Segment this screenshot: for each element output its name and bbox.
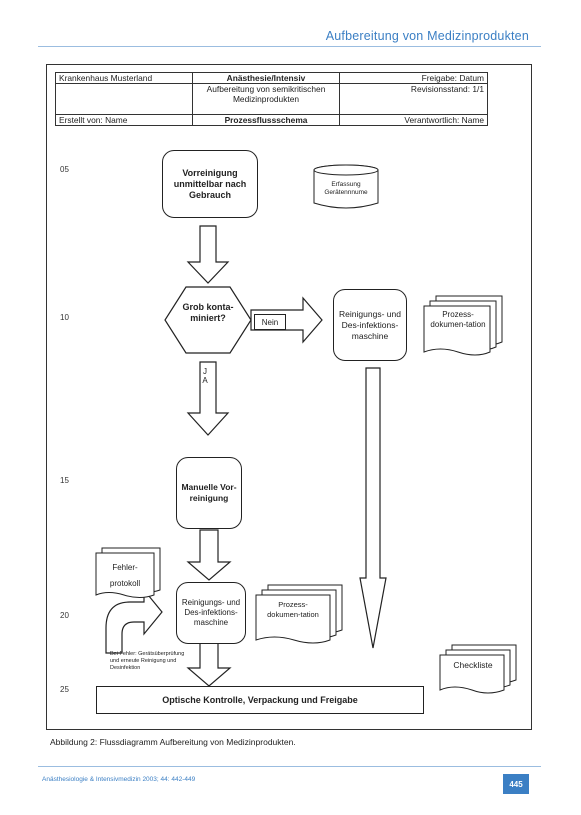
process-header-table: Krankenhaus Musterland Anästhesie/Intens…: [55, 72, 488, 126]
doc-label-bottom: Prozess-dokumen-tation: [267, 600, 319, 619]
figure-frame: [46, 64, 532, 730]
revision-cell: Revisionsstand: 1/1: [339, 83, 488, 115]
header-rule: [38, 46, 541, 47]
page-number: 445: [503, 774, 529, 794]
step-number-15: 15: [60, 476, 69, 485]
created-by-cell: Erstellt von: Name: [55, 114, 193, 126]
right-arrow-nein: [250, 296, 323, 344]
cylinder-label: Erfassung Gerätennnume: [324, 181, 368, 196]
machine-box-top: Reinigungs- und Des-infektions-maschine: [333, 289, 407, 361]
decision-hexagon: [164, 286, 252, 354]
down-arrow-ja: [186, 361, 230, 436]
final-inspection-box: Optische Kontrolle, Verpackung und Freig…: [96, 686, 424, 714]
document-stack-top: [423, 305, 491, 356]
footer-rule: [38, 766, 541, 767]
decision-label: Grob konta-miniert?: [182, 302, 234, 323]
manual-precleaning-box: Manuelle Vor-reinigung: [176, 457, 242, 529]
checklist-doc: [439, 654, 505, 694]
down-arrow-1: [186, 225, 230, 284]
step-number-25: 25: [60, 685, 69, 694]
long-down-arrow: [359, 367, 387, 649]
document-stack-bottom: [255, 594, 331, 644]
footer-journal: Anästhesiologie & Intensivmedizin 2003; …: [42, 776, 196, 783]
step-number-05: 05: [60, 165, 69, 174]
responsible-cell: Verantwortlich: Name: [339, 114, 488, 126]
down-arrow-3: [186, 529, 232, 581]
checklist-label: Checkliste: [453, 660, 493, 670]
step-number-10: 10: [60, 313, 69, 322]
data-store-cylinder: [313, 170, 379, 209]
subject-cell: Aufbereitung von semikritischen Medizinp…: [192, 83, 340, 115]
machine-box-bottom: Reinigungs- und Des-infektions-maschine: [176, 582, 246, 644]
precleaning-box: Vorreinigung unmittelbar nach Gebrauch: [162, 150, 258, 218]
figure-caption: Abbildung 2: Flussdiagramm Aufbereitung …: [50, 737, 296, 747]
step-number-20: 20: [60, 611, 69, 620]
error-protocol-doc: [95, 552, 155, 598]
yes-label: J A: [202, 367, 208, 385]
curved-return-arrow: [105, 588, 163, 654]
running-header-title: Aufbereitung von Medizinprodukten: [325, 29, 529, 43]
error-note: Bei Fehler: Gerätsüberprüfung und erneut…: [110, 651, 185, 671]
no-label: Nein: [254, 314, 286, 330]
doc-label-top: Prozess-dokumen-tation: [430, 310, 486, 329]
down-arrow-4: [186, 642, 232, 687]
error-protocol-label: Fehler-protokoll: [109, 563, 141, 588]
